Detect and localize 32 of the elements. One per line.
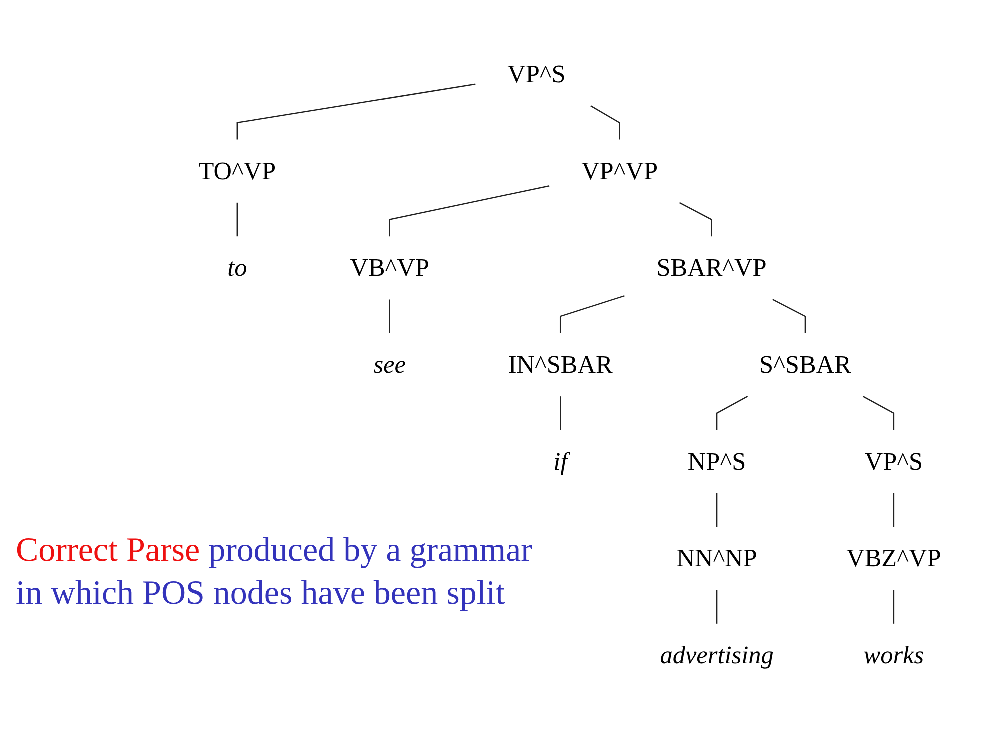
connector: [560, 396, 562, 430]
connector: [389, 300, 390, 334]
node-text: advertising: [660, 642, 774, 670]
node-text: if: [554, 448, 568, 476]
connector: [679, 202, 712, 237]
node-text: VBZ^VP: [846, 544, 942, 573]
connector: [560, 295, 625, 334]
connector: [236, 84, 476, 140]
connector: [236, 202, 238, 237]
connector: [893, 590, 895, 624]
connector: [716, 396, 748, 430]
node-text: IN^SBAR: [508, 351, 613, 379]
node-text: to: [228, 254, 248, 282]
connector: [716, 590, 718, 624]
node-text: VB^VP: [350, 254, 430, 282]
node-text: VP^S: [864, 448, 924, 476]
node-text: NP^S: [688, 448, 746, 476]
connector: [893, 493, 895, 528]
node-text: see: [374, 351, 406, 379]
connector: [389, 186, 550, 237]
connector: [716, 493, 718, 528]
node-text: TO^VP: [198, 157, 276, 186]
node-text: SBAR^VP: [656, 254, 767, 282]
caption-text: Correct Parse produced by a grammar in which POS nodes have been split: [16, 531, 534, 614]
connector: [772, 299, 806, 334]
node-text: VP^S: [508, 60, 566, 88]
node-text: works: [864, 642, 924, 670]
node-text: VP^VP: [582, 157, 658, 186]
connector: [590, 106, 620, 140]
node-text: NN^NP: [676, 544, 758, 573]
node-text: S^SBAR: [760, 351, 852, 379]
connector: [862, 396, 895, 430]
